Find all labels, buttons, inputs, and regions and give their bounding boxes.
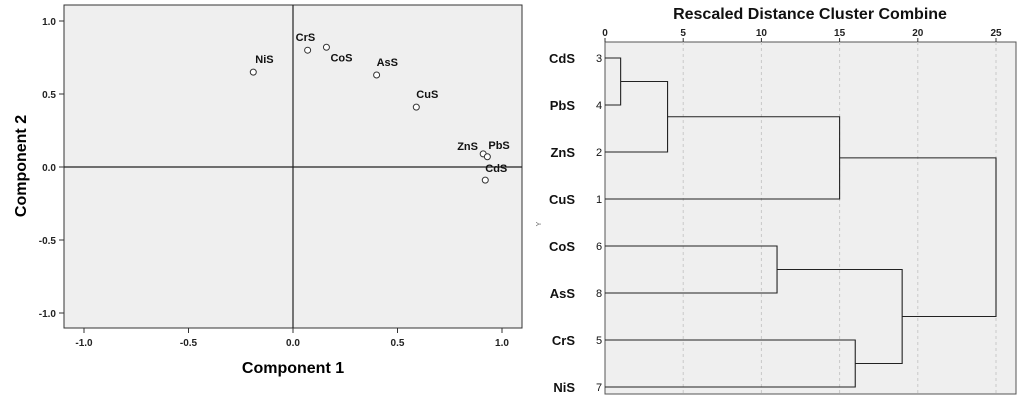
- dendrogram-links: [605, 57, 997, 388]
- y-tick-label: 0.5: [42, 90, 56, 101]
- dendrogram-link: [839, 157, 997, 318]
- leaf-number: 1: [596, 194, 602, 206]
- point-label: CoS: [330, 52, 352, 64]
- dendro-tick-label: 5: [680, 28, 686, 39]
- point-label: CdS: [485, 163, 507, 175]
- x-axis-title: Component 1: [242, 360, 344, 377]
- leaf-label: PbS: [550, 98, 576, 113]
- x-tick-label: 0.0: [286, 338, 300, 349]
- leaf-label: CdS: [549, 51, 575, 66]
- scatter-point: [249, 68, 257, 76]
- point-label: AsS: [377, 57, 398, 69]
- scatter-point: [373, 71, 381, 79]
- point-label: NiS: [255, 54, 273, 66]
- leaf-number: 5: [596, 335, 602, 347]
- leaf-number: 4: [596, 100, 602, 112]
- dendro-tick-label: 25: [990, 28, 1002, 39]
- scatter-points: CrS CoS NiS AsS CuS ZnS PbS CdS: [249, 32, 510, 184]
- scatter-point: [412, 103, 420, 111]
- leaf-number: 3: [596, 53, 602, 65]
- y-axis-title: Component 2: [13, 115, 30, 217]
- x-tick-label: -1.0: [75, 338, 93, 349]
- leaf-label: ZnS: [550, 145, 575, 160]
- y-tick-label: 1.0: [42, 17, 56, 28]
- leaf-label: CrS: [552, 333, 575, 348]
- x-tick-label: 0.5: [391, 338, 405, 349]
- x-tick-label: 1.0: [495, 338, 509, 349]
- dendro-tick-label: 10: [756, 28, 768, 39]
- leaf-label: CuS: [549, 192, 575, 207]
- dendrogram-ticks: 0 5 10 15 20 25: [602, 28, 1002, 42]
- leaf-number: 7: [596, 382, 602, 394]
- scatter-point: [483, 153, 491, 161]
- dendro-tick-label: 0: [602, 28, 608, 39]
- point-label: PbS: [488, 140, 509, 152]
- component-plot: -1.0 -0.5 0.0 0.5 1.0 -1.0 -0.5 0.0 0.5 1.0 CrS Co…: [13, 4, 523, 377]
- leaf-number: 2: [596, 147, 602, 159]
- dendro-tick-label: 20: [912, 28, 924, 39]
- leaf-number: 8: [596, 288, 602, 300]
- leaf-label: AsS: [550, 286, 576, 301]
- point-label: CuS: [416, 89, 438, 101]
- dendro-tick-label: 15: [834, 28, 846, 39]
- y-tick-label: -0.5: [39, 236, 57, 247]
- leaf-label: CoS: [549, 239, 575, 254]
- y-tick-label: -1.0: [39, 309, 57, 320]
- scatter-axes: -1.0 -0.5 0.0 0.5 1.0 -1.0 -0.5 0.0 0.5 1.0: [39, 5, 522, 349]
- x-tick-label: -0.5: [180, 338, 198, 349]
- scatter-point: [322, 43, 330, 51]
- leaf-number: 6: [596, 241, 602, 253]
- dendrogram-plot-area: [604, 41, 1017, 395]
- scatter-point: [304, 46, 312, 54]
- point-label: CrS: [296, 32, 316, 44]
- y-marker: Y: [536, 221, 543, 226]
- y-tick-label: 0.0: [42, 163, 56, 174]
- point-label: ZnS: [457, 141, 478, 153]
- dendrogram-title: Rescaled Distance Cluster Combine: [673, 6, 947, 23]
- scatter-point: [481, 176, 489, 184]
- leaf-label: NiS: [553, 380, 575, 395]
